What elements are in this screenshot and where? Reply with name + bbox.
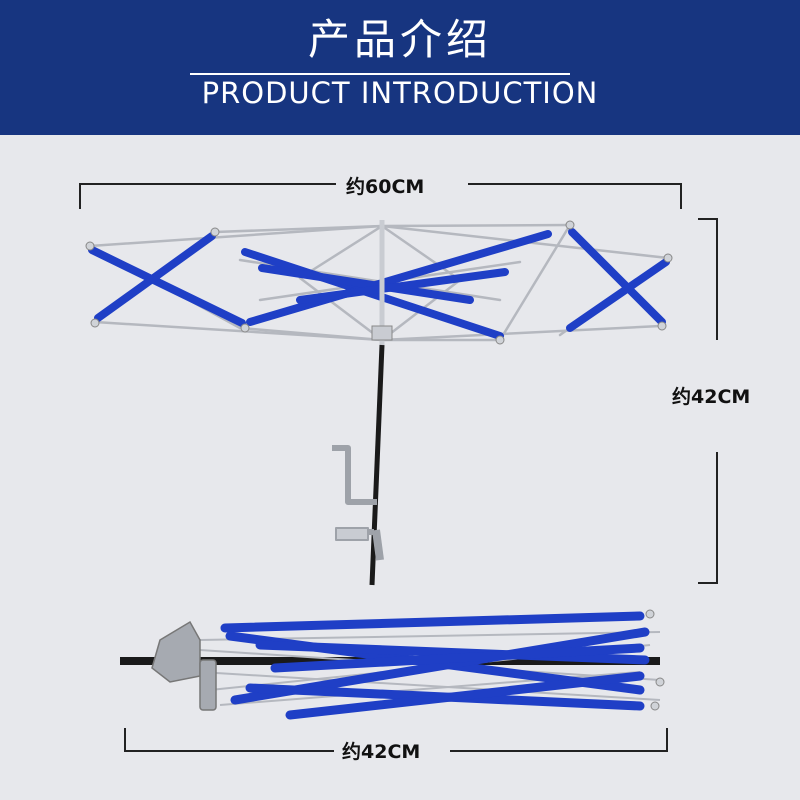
page-subtitle: PRODUCT INTRODUCTION: [201, 76, 599, 110]
arm-tips: [85, 220, 673, 345]
height-label: 约42CM: [672, 386, 751, 408]
height-bracket-top: [698, 218, 718, 340]
folded-swift: [120, 609, 665, 720]
folded-length-label: 约42CM: [342, 741, 421, 763]
width-label: 约60CM: [346, 176, 425, 198]
table-clamp: [332, 445, 384, 561]
folded-bracket-left: [124, 728, 334, 752]
open-swift-arms: [88, 228, 670, 340]
header-banner: 产品介绍 PRODUCT INTRODUCTION: [0, 0, 800, 135]
title-divider: [190, 73, 570, 75]
center-pole: [369, 220, 393, 586]
width-bracket-left: [79, 183, 336, 209]
width-bracket-right: [468, 183, 682, 209]
height-bracket-bottom: [698, 452, 718, 584]
page-title: 产品介绍: [307, 15, 492, 64]
folded-bracket-right: [450, 728, 668, 752]
